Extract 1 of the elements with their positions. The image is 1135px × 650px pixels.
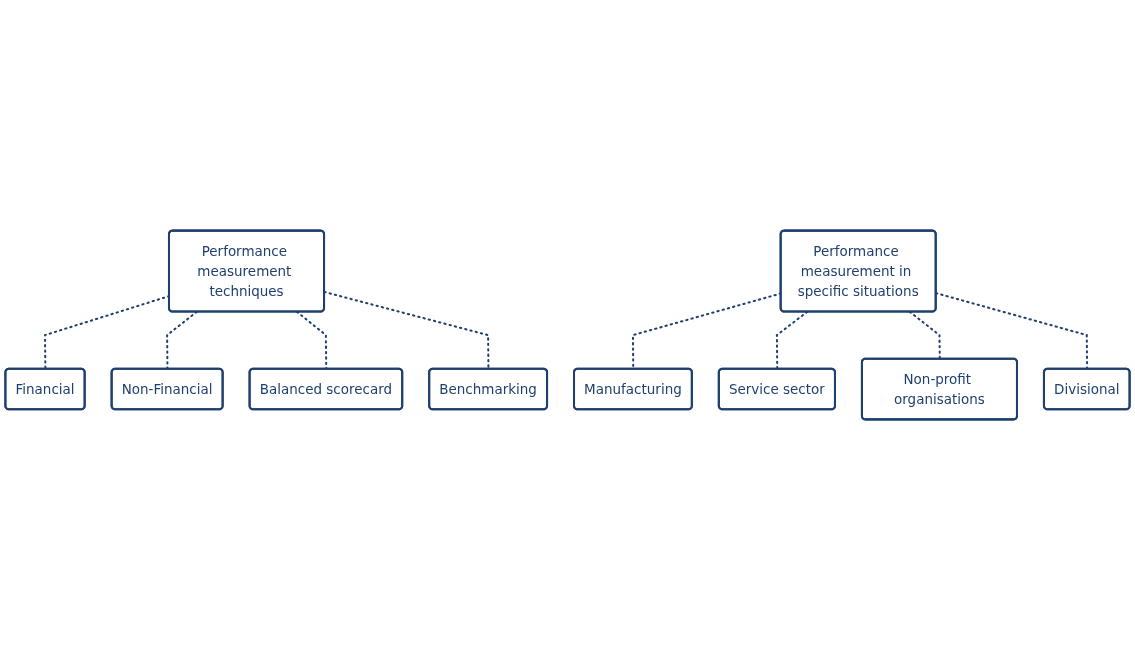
connector (775, 310, 809, 371)
